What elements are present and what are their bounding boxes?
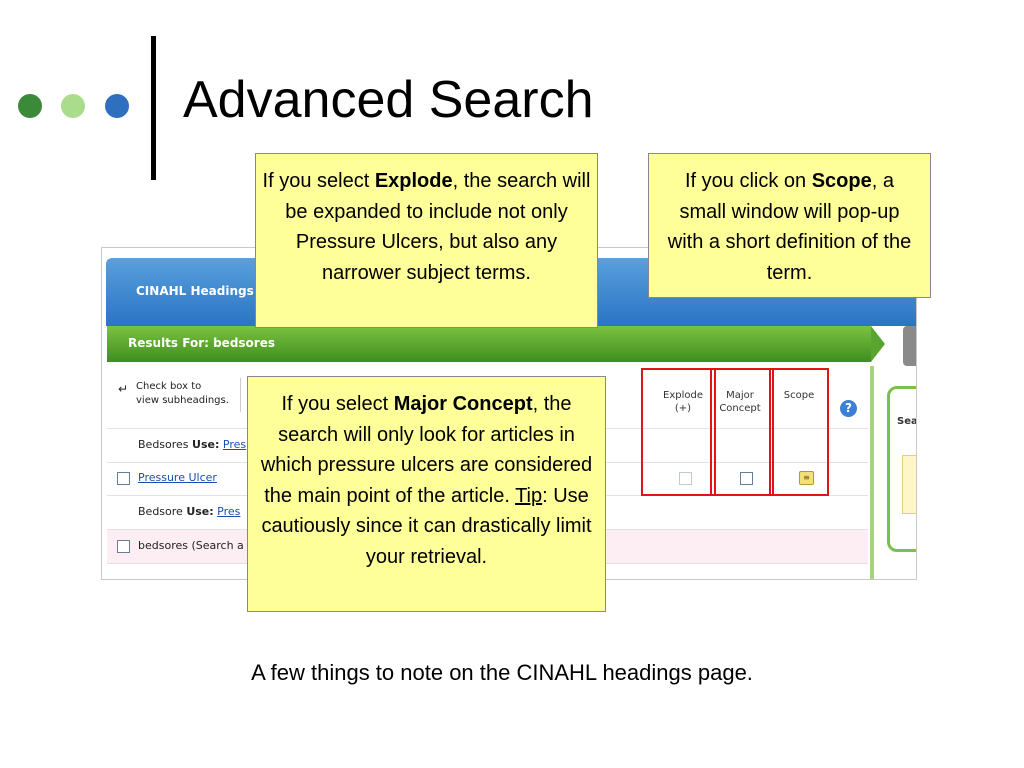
- title-divider: [151, 36, 156, 180]
- major-concept-checkbox[interactable]: [740, 472, 753, 485]
- explode-callout-text-2: , the search will be expanded to include…: [285, 170, 591, 284]
- column-header-major-concept: Major Concept: [713, 389, 767, 415]
- column-separator: [240, 378, 241, 412]
- use-link[interactable]: Pres: [222, 438, 247, 451]
- cinahl-headings-title: CINAHL Headings: [136, 284, 254, 298]
- subheadings-checkbox[interactable]: [117, 472, 130, 485]
- term-text: Bedsore: [138, 505, 183, 518]
- explode-header-line-1: Explode: [663, 390, 703, 401]
- major-callout-text-1: If you select: [281, 393, 394, 415]
- explode-callout: If you select Explode, the search will b…: [255, 153, 598, 328]
- use-link[interactable]: Pres: [217, 505, 241, 518]
- search-as-keyword-label: bedsores (Search a: [138, 539, 244, 552]
- hint-line-2: view subheadings.: [136, 395, 229, 406]
- search-panel: [887, 386, 916, 552]
- subheadings-hint: Check box to view subheadings.: [136, 380, 229, 408]
- row-term: Bedsore Use: Pres: [138, 505, 240, 518]
- results-arrow-icon: [871, 326, 885, 362]
- explode-checkbox[interactable]: [679, 472, 692, 485]
- row-term: Bedsores Use: Pres: [138, 438, 246, 451]
- major-callout-tip: Tip: [515, 484, 543, 507]
- explode-highlight-box: [641, 368, 716, 496]
- scope-callout-text-1: If you click on: [685, 170, 812, 192]
- major-callout-text-3: : Use cautiously since it can drasticall…: [261, 484, 592, 568]
- scope-callout-bold: Scope: [811, 170, 872, 192]
- use-label: Use:: [192, 438, 220, 451]
- search-button[interactable]: [903, 326, 916, 366]
- scope-highlight-box: [769, 368, 829, 496]
- explode-callout-text-1: If you select: [262, 170, 375, 192]
- pressure-ulcer-link[interactable]: Pressure Ulcer: [138, 471, 217, 484]
- slide-caption: A few things to note on the CINAHL headi…: [251, 660, 753, 685]
- results-label: Results For: bedsores: [128, 336, 275, 350]
- major-concept-callout: If you select Major Concept, the search …: [247, 376, 606, 612]
- scope-header-line-1: Scope: [783, 390, 815, 401]
- major-callout-bold: Major Concept: [393, 393, 533, 415]
- results-bar: Results For: bedsores: [107, 326, 871, 362]
- right-panel-divider: [870, 366, 874, 579]
- major-callout-text-2: , the search will only look for articles…: [260, 393, 593, 507]
- term-text: Bedsores: [138, 438, 189, 451]
- blue-bullet-dot: [105, 94, 129, 118]
- scope-icon[interactable]: ≡: [799, 471, 814, 485]
- major-header-line-2: Concept: [719, 403, 761, 414]
- column-header-explode: Explode (+): [653, 389, 713, 415]
- help-icon[interactable]: ?: [840, 400, 857, 417]
- green-bullet-dot: [18, 94, 42, 118]
- explode-callout-bold: Explode: [374, 170, 453, 192]
- scope-callout: If you click on Scope, a small window wi…: [648, 153, 931, 298]
- slide-title: Advanced Search: [183, 71, 594, 129]
- major-header-line-1: Major: [726, 390, 754, 401]
- row-term: Pressure Ulcer: [138, 471, 217, 484]
- major-concept-highlight-box: [710, 368, 774, 496]
- search-panel-note: [902, 455, 916, 514]
- explode-header-line-2: (+): [674, 403, 692, 414]
- light-green-bullet-dot: [61, 94, 85, 118]
- hint-arrow-icon: ↵: [118, 382, 129, 396]
- search-panel-label: Sea: [897, 416, 917, 427]
- hint-line-1: Check box to: [136, 381, 202, 392]
- search-as-keyword-checkbox[interactable]: [117, 540, 130, 553]
- column-header-scope: Scope: [772, 389, 826, 402]
- use-label: Use:: [186, 505, 214, 518]
- scope-callout-text-2: , a small window will pop-up with a shor…: [667, 170, 912, 284]
